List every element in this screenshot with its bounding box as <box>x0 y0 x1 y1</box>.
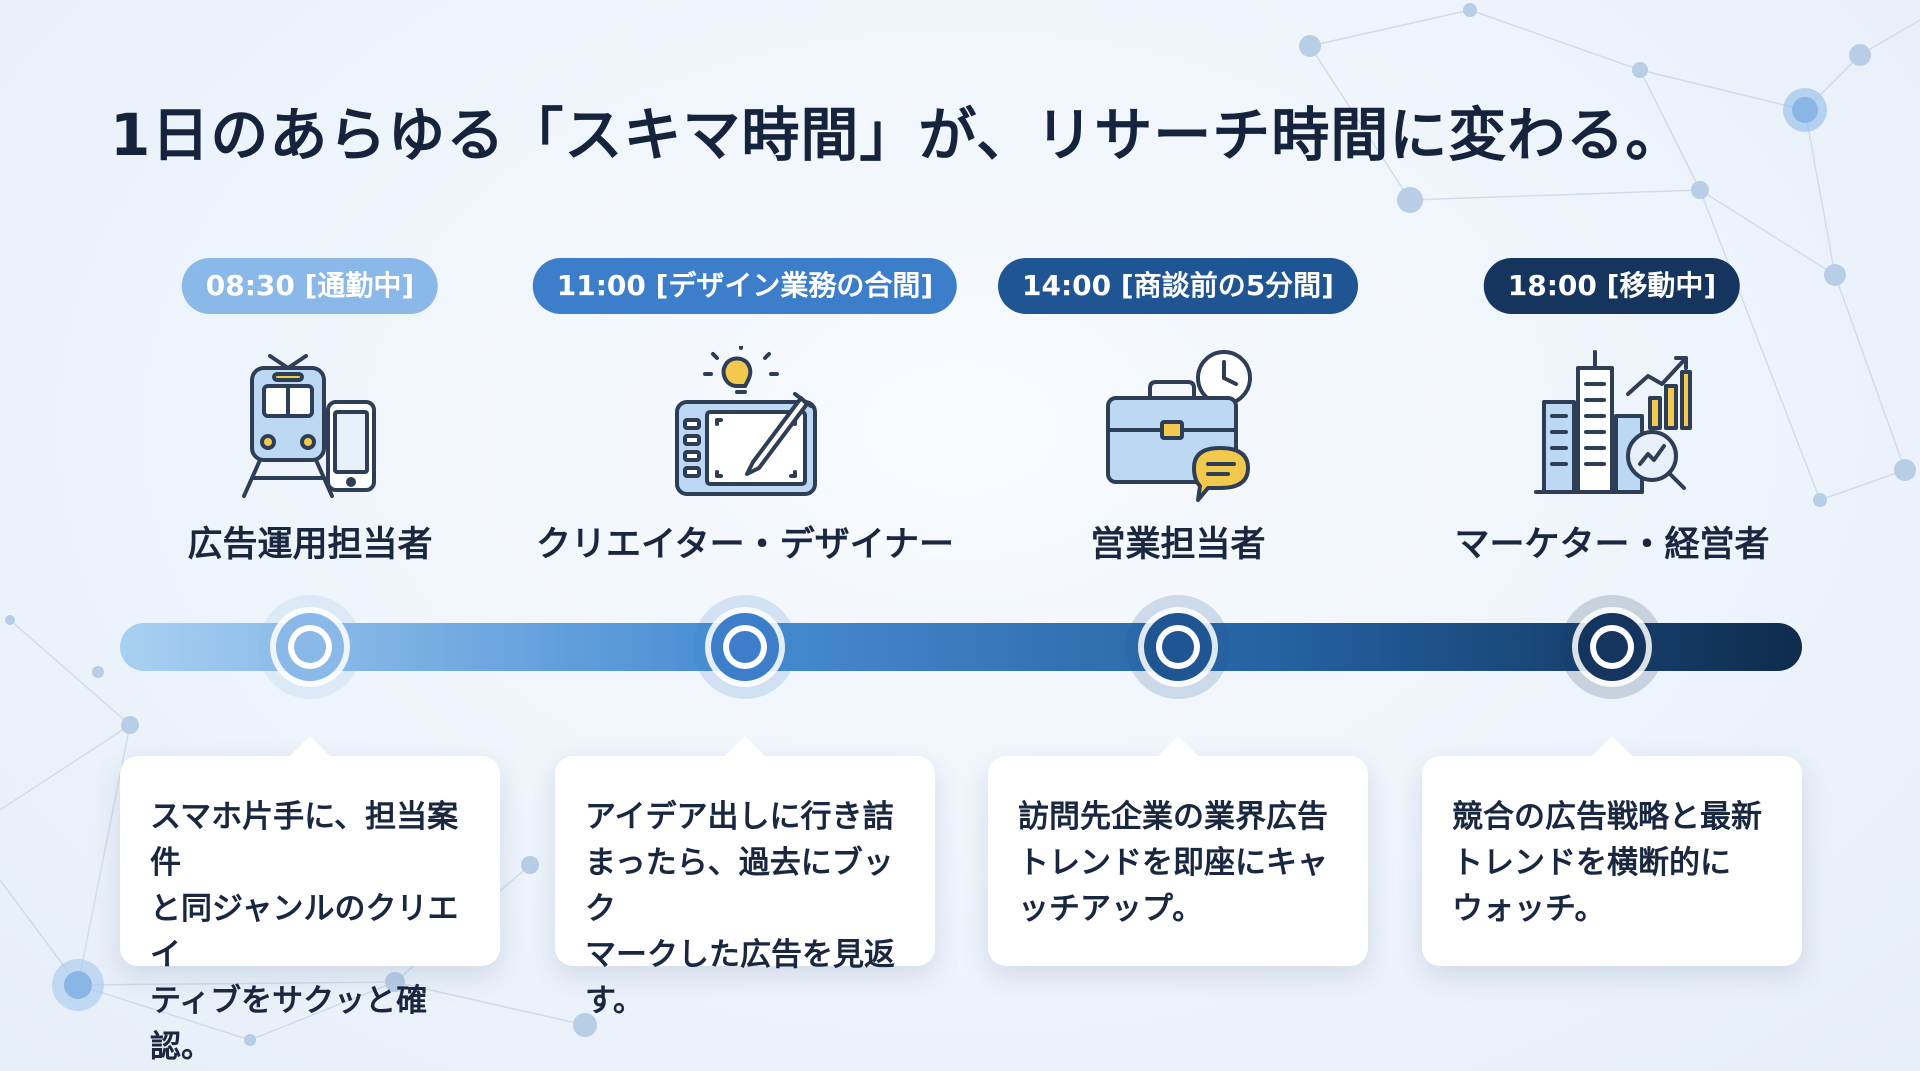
time-badge: 11:00 [デザイン業務の合間] <box>532 258 958 314</box>
stage-moving: 18:00 [移動中] <box>1402 258 1822 978</box>
train-smartphone-icon <box>230 346 390 506</box>
briefcase-clock-icon <box>1098 346 1258 506</box>
timeline-track <box>120 623 1802 671</box>
description-bubble: アイデア出しに行き詰 まったら、過去にブック マークした広告を見返す。 <box>555 736 935 1019</box>
stage-pre-meeting: 14:00 [商談前の5分間] 営業担当者 訪問先企業の業界広告 トレンドを即座… <box>968 258 1388 978</box>
description-bubble: 訪問先企業の業界広告 トレンドを即座にキャ ッチアップ。 <box>988 736 1368 966</box>
city-analytics-icon <box>1532 346 1692 506</box>
time-badge: 08:30 [通勤中] <box>181 258 439 314</box>
description-bubble: スマホ片手に、担当案件 と同ジャンルのクリエイ ティブをサクッと確認。 <box>120 736 500 1065</box>
role-label: 広告運用担当者 <box>187 525 433 565</box>
role-label: マーケター・経営者 <box>1454 525 1770 565</box>
description-bubble: 競合の広告戦略と最新 トレンドを横断的に ウォッチ。 <box>1422 736 1802 966</box>
time-badge: 14:00 [商談前の5分間] <box>998 258 1358 314</box>
tablet-lightbulb-icon <box>665 344 825 506</box>
page-title: 1日のあらゆる「スキマ時間」が、リサーチ時間に変わる。 <box>110 101 1685 169</box>
role-label: 営業担当者 <box>1090 525 1266 565</box>
time-badge: 18:00 [移動中] <box>1483 258 1741 314</box>
stage-design-break: 11:00 [デザイン業務の合間] <box>532 258 958 1019</box>
stage-commute: 08:30 [通勤中] 広告運用担当者 スマホ片手に、担当案件 と同ジャンルのク <box>100 258 520 1065</box>
role-label: クリエイター・デザイナー <box>536 525 954 565</box>
